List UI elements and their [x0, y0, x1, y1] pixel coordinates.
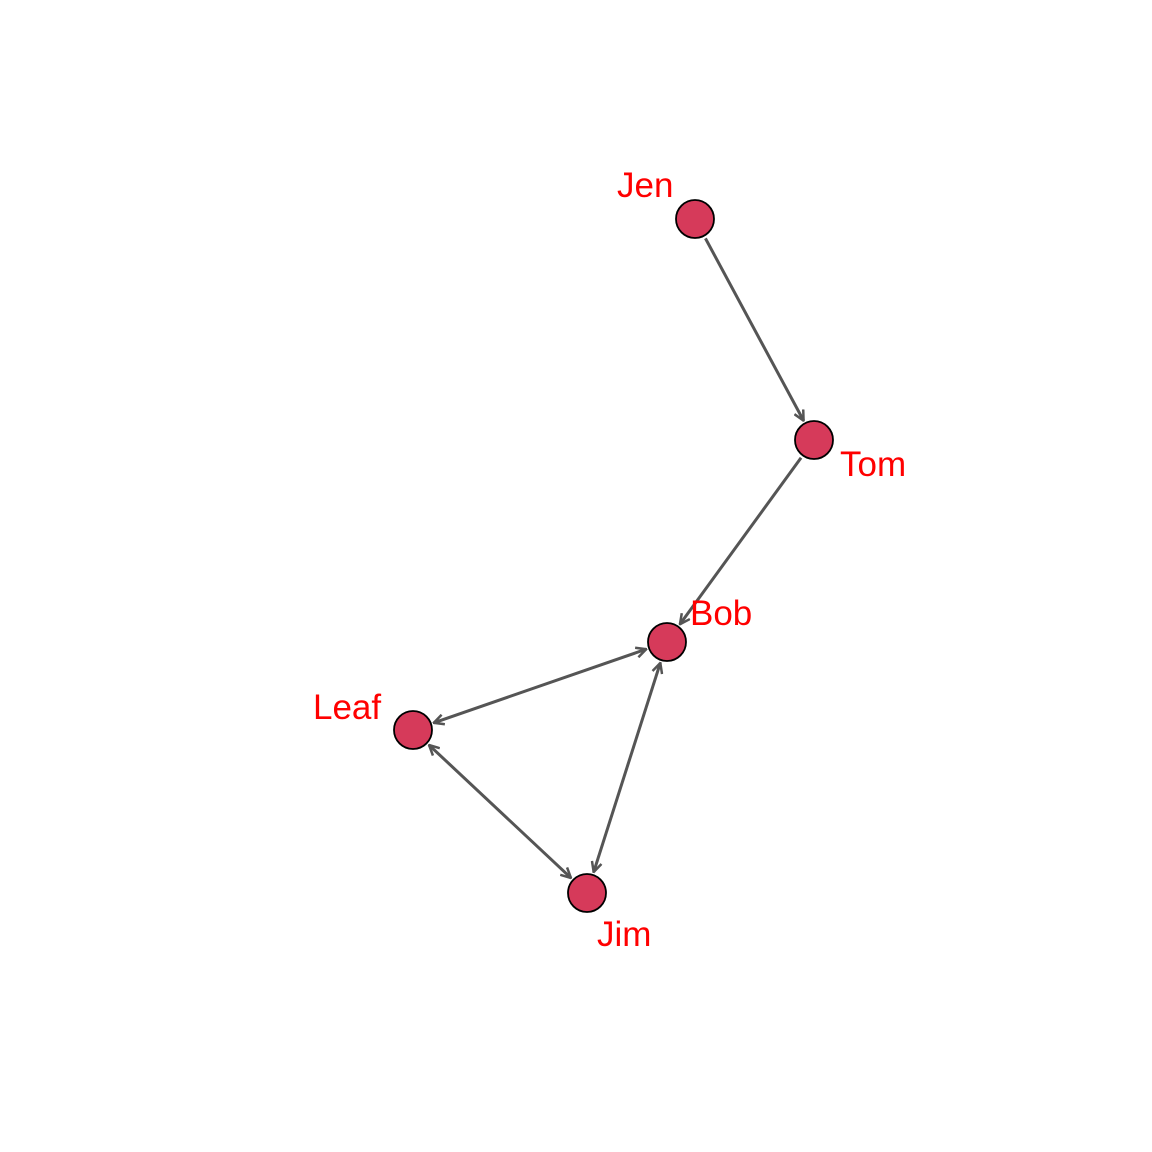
node-label-tom: Tom	[840, 445, 906, 484]
edge-leaf-jim	[429, 745, 571, 878]
node-tom[interactable]	[794, 420, 834, 460]
edge-bob-jim	[594, 663, 661, 872]
node-label-jen: Jen	[617, 166, 673, 205]
nodes	[393, 199, 834, 913]
node-label-bob: Bob	[690, 594, 752, 633]
node-bob[interactable]	[647, 622, 687, 662]
edges	[429, 237, 804, 878]
labels: Jen Tom Bob Leaf Jim	[313, 166, 906, 954]
node-label-leaf: Leaf	[313, 688, 381, 727]
edge-tom-bob	[680, 456, 803, 624]
node-jim[interactable]	[567, 873, 607, 913]
node-jen[interactable]	[675, 199, 715, 239]
edge-bob-leaf	[434, 649, 646, 723]
node-label-jim: Jim	[597, 915, 651, 954]
node-leaf[interactable]	[393, 710, 433, 750]
edge-jen-tom	[704, 237, 803, 420]
